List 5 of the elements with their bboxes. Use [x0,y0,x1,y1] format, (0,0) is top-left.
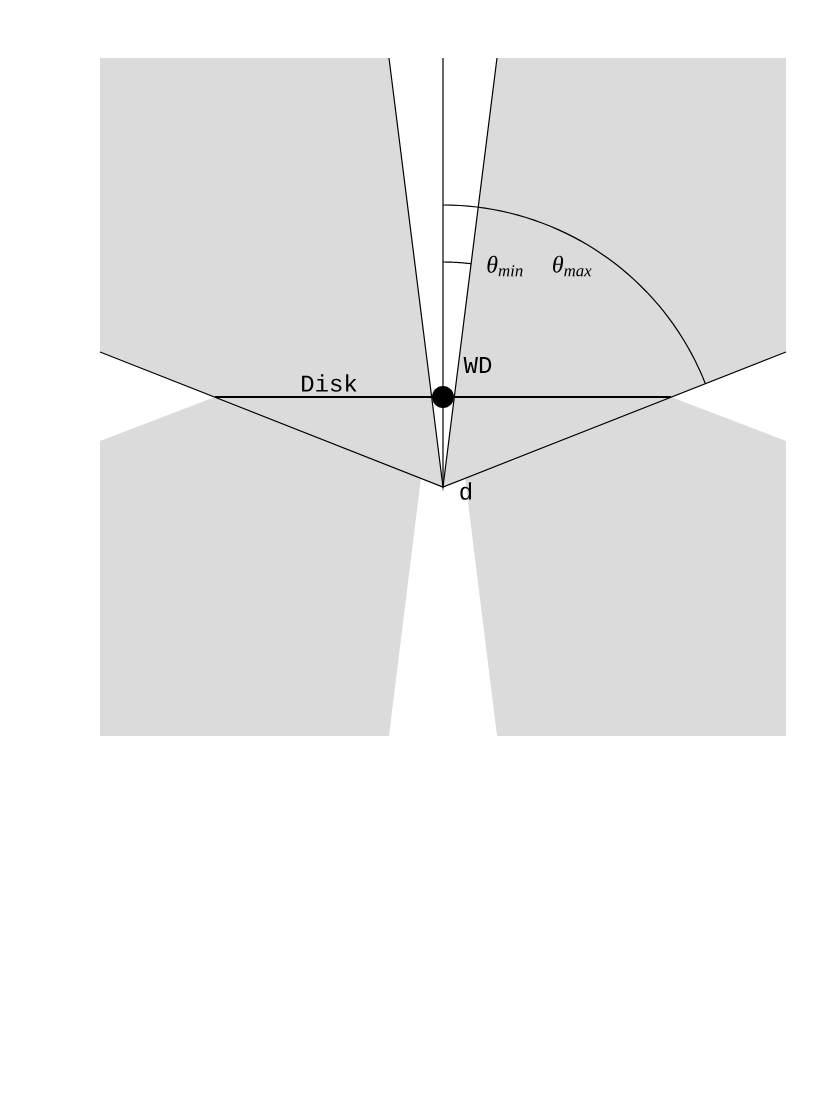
theta-label: θ$_{max}$ [553,255,592,277]
distance-label: WD [463,357,492,373]
theta-label: θ$_{min}$ [487,255,523,277]
distance-label: d [460,482,472,500]
disk-label: Disk [302,374,357,392]
